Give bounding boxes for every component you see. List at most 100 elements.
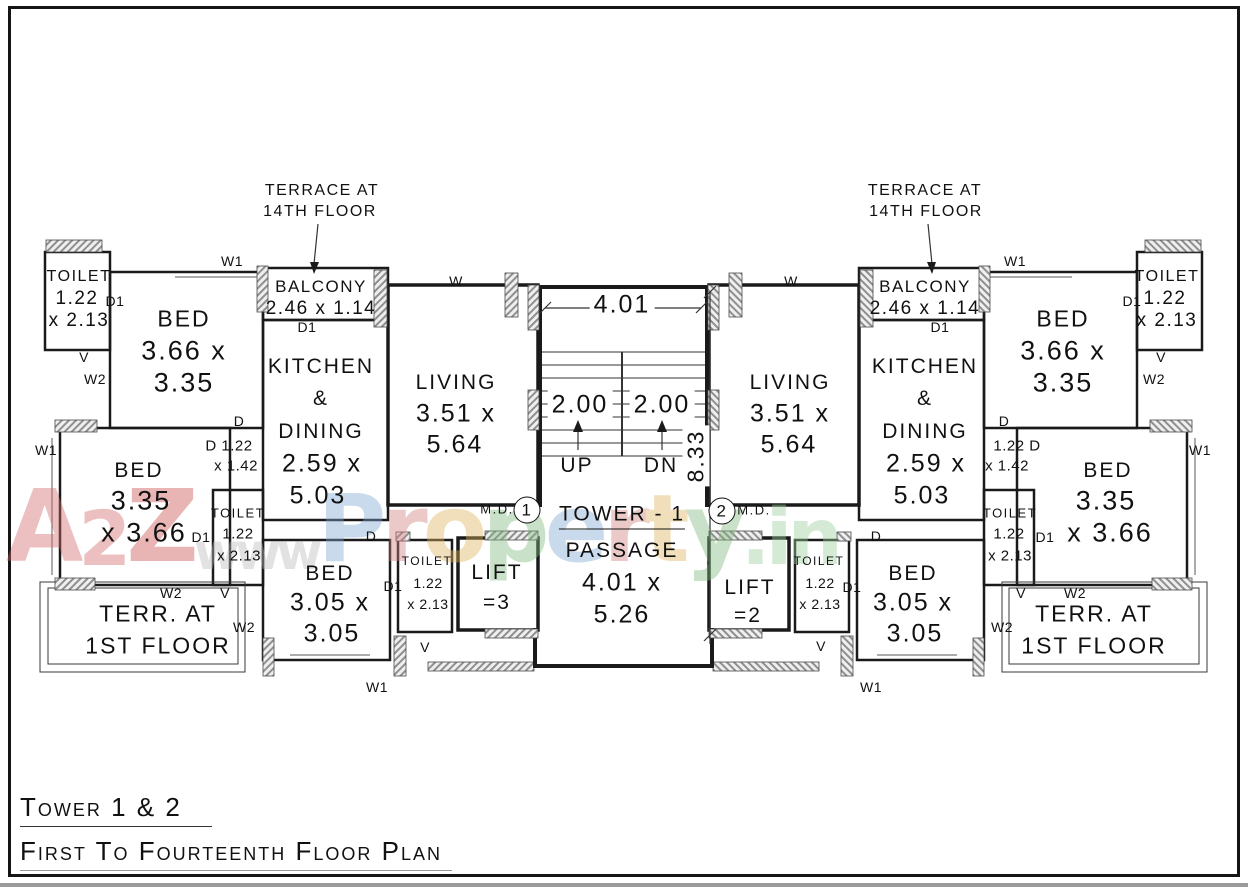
terrace-callout-right-line2: 14TH FLOOR	[869, 203, 983, 220]
tag-w1: W1	[1004, 253, 1026, 269]
door-size-note: D 1.22	[205, 437, 253, 455]
tag-d: D	[365, 528, 377, 544]
room-dim: x 2.13	[48, 310, 110, 331]
room-label-toilet: TOILET	[401, 554, 453, 568]
room-dim: x 2.13	[799, 596, 841, 612]
door-size-note: 1.22 D	[993, 437, 1041, 455]
room-label-dining: DINING	[278, 420, 364, 443]
tag-d: D	[870, 528, 882, 544]
terrace-callout-left-line2: 14TH FLOOR	[263, 203, 377, 220]
room-label-kitchen-amp: &	[916, 387, 934, 410]
room-label-balcony: BALCONY	[879, 277, 971, 296]
room-label-bed: BED	[1083, 459, 1133, 482]
room-dim: x 2.13	[1136, 310, 1198, 331]
tag-v: V	[79, 349, 89, 365]
room-dim: 2.46 x 1.14	[265, 298, 377, 319]
room-dim: x 3.66	[101, 517, 187, 548]
tag-w2: W2	[84, 371, 106, 387]
room-label-kitchen-amp: &	[312, 387, 330, 410]
room-label-terrace: TERR. AT	[99, 600, 217, 627]
tag-d1: D1	[1122, 293, 1142, 309]
room-dim: 3.35	[1032, 367, 1094, 398]
door-size-note: x 1.42	[985, 457, 1029, 475]
room-dim: 3.66 x	[141, 335, 227, 366]
room-label-terrace: TERR. AT	[1035, 600, 1153, 627]
tag-w1: W1	[1189, 442, 1211, 458]
room-label-toilet: TOILET	[1134, 268, 1200, 285]
room-label-living: LIVING	[415, 371, 497, 394]
room-label-toilet: TOILET	[793, 554, 845, 568]
room-label-bed: BED	[157, 305, 211, 332]
tag-d: D	[998, 413, 1010, 429]
room-label-terrace: 1ST FLOOR	[1021, 632, 1167, 659]
room-dim: 1.22	[222, 525, 254, 543]
title-block: Tower 1 & 2 First To Fourteenth Floor Pl…	[20, 792, 452, 871]
room-dim: 1.22	[55, 288, 99, 309]
tag-w2: W2	[160, 585, 182, 601]
room-dim: x 3.66	[1067, 517, 1153, 548]
tag-w2: W2	[991, 619, 1013, 635]
room-dim: 3.35	[1075, 485, 1137, 516]
room-label-bed: BED	[888, 562, 938, 585]
room-label-toilet: TOILET	[46, 268, 112, 285]
room-dim: 2.59 x	[281, 449, 363, 478]
room-dim: 3.05 x	[289, 588, 371, 617]
room-dim: 3.35	[153, 367, 215, 398]
room-label-kitchen: KITCHEN	[267, 355, 375, 378]
room-dim: 3.05	[886, 619, 944, 648]
room-dim: 1.22	[413, 575, 443, 591]
main-door-label-right: M.D.	[737, 502, 771, 518]
tag-d1: D1	[383, 578, 403, 594]
room-dim: 2.46 x 1.14	[869, 298, 981, 319]
tag-v: V	[220, 585, 230, 601]
room-dim: 3.51 x	[749, 399, 831, 428]
tag-d1: D1	[191, 529, 211, 545]
room-dim: 3.35	[110, 485, 172, 516]
tag-w1: W1	[35, 442, 57, 458]
room-dim: 5.64	[426, 430, 484, 459]
stair-dn-label: DN	[643, 454, 679, 477]
tag-w1: W1	[221, 253, 243, 269]
room-dim: x 2.13	[988, 547, 1032, 565]
stair-up-label: UP	[560, 454, 594, 477]
room-dim: 5.03	[289, 481, 347, 510]
room-dim: 1.22	[1143, 288, 1187, 309]
room-label-bed: BED	[1036, 305, 1090, 332]
tag-w2: W2	[1143, 371, 1165, 387]
room-dim: 3.51 x	[415, 399, 497, 428]
callout-arrows	[310, 223, 936, 274]
room-label-toilet: TOILET	[210, 505, 266, 521]
room-dim: 1.22	[993, 525, 1025, 543]
terrace-callout-left-line1: TERRACE AT	[264, 182, 380, 199]
room-dim: =2	[734, 604, 762, 627]
room-label-dining: DINING	[882, 420, 968, 443]
room-dim: x 2.13	[407, 596, 449, 612]
tag-d: D	[233, 413, 245, 429]
tag-w2: W2	[1064, 585, 1086, 601]
tag-v: V	[420, 639, 430, 655]
room-label-terrace: 1ST FLOOR	[85, 632, 231, 659]
dim-flight-right: 2.00	[629, 390, 695, 420]
entry-number-1: 1	[513, 496, 541, 524]
room-label-passage: PASSAGE	[565, 539, 679, 562]
bottom-edge-line	[0, 883, 1248, 887]
room-label-bed: BED	[305, 562, 355, 585]
room-dim: 5.03	[893, 481, 951, 510]
door-size-note: x 1.42	[214, 457, 258, 475]
room-dim: 5.26	[593, 600, 651, 629]
tag-w: W	[449, 273, 463, 289]
room-label-kitchen: KITCHEN	[871, 355, 979, 378]
tag-d1: D1	[842, 579, 862, 595]
drawing-title-towers: Tower 1 & 2	[20, 792, 212, 827]
room-dim: 1.22	[805, 575, 835, 591]
room-dim: 2.59 x	[885, 449, 967, 478]
tag-d1: D1	[297, 319, 317, 335]
room-dim: =3	[483, 591, 511, 614]
tag-d1: D1	[930, 319, 950, 335]
room-label-living: LIVING	[749, 371, 831, 394]
room-label-bed: BED	[114, 459, 164, 482]
room-label-lift: LIFT	[471, 561, 523, 584]
tag-w1: W1	[860, 679, 882, 695]
dim-stair-width: 4.01	[589, 290, 655, 320]
